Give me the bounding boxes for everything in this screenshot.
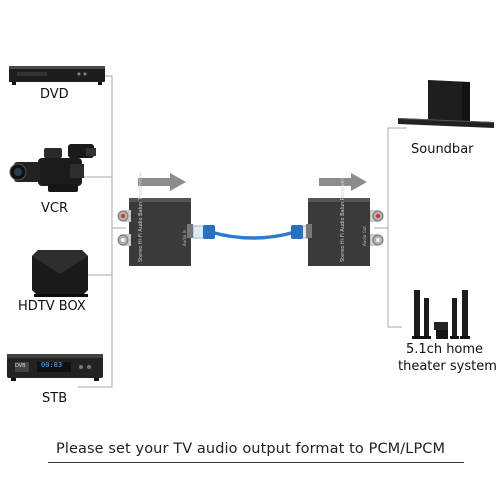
- transmitter-box: [115, 196, 195, 272]
- receiver-port-label: Audio Out: [362, 226, 367, 246]
- transmitter-port-label: Audio In: [182, 229, 187, 246]
- receiver-text: Stereo Hi-Fi Audio Balun Receiver: [340, 178, 346, 262]
- footer-divider: [48, 462, 464, 463]
- arrow-right-icon: [319, 172, 369, 196]
- camcorder-icon: [8, 138, 100, 204]
- output-label-home-theater-line1: 5.1ch home: [406, 342, 484, 357]
- source-label-hdtv-box: HDTV BOX: [18, 299, 86, 314]
- receiver-box: [306, 196, 386, 272]
- source-label-dvd: DVD: [40, 87, 69, 102]
- output-label-soundbar: Soundbar: [411, 142, 474, 157]
- home-theater-icon: [404, 286, 480, 346]
- arrow-right-icon: [138, 172, 188, 196]
- source-label-stb: STB: [42, 391, 68, 406]
- set-top-box-icon: [7, 352, 105, 386]
- footer-note: Please set your TV audio output format t…: [56, 441, 446, 457]
- transmitter-text: Stereo Hi-Fi Audio Balun Transmitter: [138, 171, 144, 262]
- dvd-player-icon: [9, 62, 107, 92]
- output-label-home-theater-line2: theater system: [398, 359, 497, 374]
- stb-badge: DVB: [15, 363, 26, 369]
- source-label-vcr: VCR: [41, 201, 69, 216]
- tv-box-icon: [30, 246, 92, 304]
- stb-display: 00:03: [41, 361, 63, 369]
- ethernet-cable-icon: [192, 220, 314, 254]
- soundbar-icon: [396, 76, 496, 140]
